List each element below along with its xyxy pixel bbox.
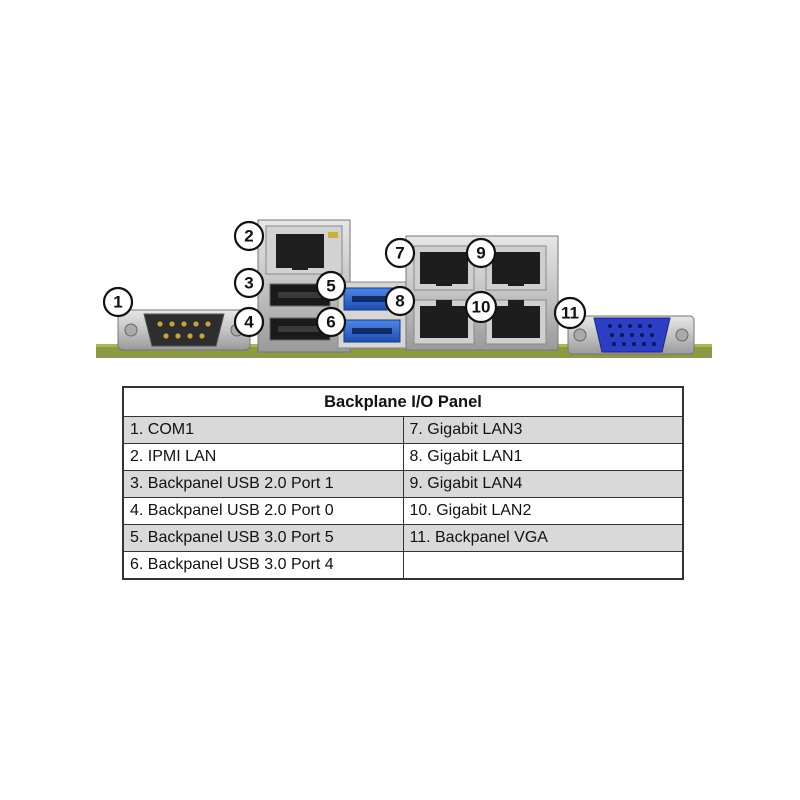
svg-text:8: 8	[395, 292, 404, 311]
svg-text:6: 6	[326, 313, 335, 332]
callout-6: 6	[315, 306, 347, 338]
legend-cell-usb3-port4: 6. Backpanel USB 3.0 Port 4	[122, 551, 404, 579]
table-row: 2. IPMI LAN 8. Gigabit LAN1	[122, 443, 684, 471]
legend-cell-vga: 11. Backpanel VGA	[402, 524, 684, 552]
legend-cell-lan3: 7. Gigabit LAN3	[402, 416, 684, 444]
ipmi-usb2-stack	[257, 219, 351, 353]
svg-text:5: 5	[326, 277, 335, 296]
legend-cell-usb2-port1: 3. Backpanel USB 2.0 Port 1	[122, 470, 404, 498]
callout-7: 7	[384, 237, 416, 269]
callout-5: 5	[315, 270, 347, 302]
legend-cell-empty	[402, 551, 684, 579]
legend-cell-com1: 1. COM1	[122, 416, 404, 444]
io-legend-table: Backplane I/O Panel 1. COM1 7. Gigabit L…	[122, 386, 684, 580]
callout-10: 10	[464, 290, 498, 324]
svg-text:3: 3	[244, 274, 253, 293]
table-title: Backplane I/O Panel	[122, 386, 684, 417]
svg-text:10: 10	[472, 298, 491, 317]
callout-11: 11	[553, 296, 587, 330]
io-panel-illustration: 1 2 3 4 5 6 7 8 9 10 11	[96, 219, 712, 358]
svg-text:1: 1	[113, 293, 122, 312]
svg-text:11: 11	[561, 304, 579, 323]
table-row: 3. Backpanel USB 2.0 Port 1 9. Gigabit L…	[122, 470, 684, 498]
svg-text:2: 2	[244, 227, 253, 246]
callout-9: 9	[465, 237, 497, 269]
legend-cell-usb3-port5: 5. Backpanel USB 3.0 Port 5	[122, 524, 404, 552]
legend-cell-usb2-port0: 4. Backpanel USB 2.0 Port 0	[122, 497, 404, 525]
table-row: 1. COM1 7. Gigabit LAN3	[122, 416, 684, 444]
callout-3: 3	[233, 267, 265, 299]
svg-text:4: 4	[244, 313, 254, 332]
callout-2: 2	[233, 220, 265, 252]
table-row: 6. Backpanel USB 3.0 Port 4	[122, 551, 684, 579]
callout-4: 4	[233, 306, 265, 338]
table-row: 4. Backpanel USB 2.0 Port 0 10. Gigabit …	[122, 497, 684, 525]
com1-port	[117, 309, 251, 351]
legend-cell-lan1: 8. Gigabit LAN1	[402, 443, 684, 471]
legend-cell-lan2: 10. Gigabit LAN2	[402, 497, 684, 525]
callout-8: 8	[384, 285, 416, 317]
legend-cell-ipmi-lan: 2. IPMI LAN	[122, 443, 404, 471]
legend-cell-lan4: 9. Gigabit LAN4	[402, 470, 684, 498]
table-row: 5. Backpanel USB 3.0 Port 5 11. Backpane…	[122, 524, 684, 552]
callout-1: 1	[102, 286, 134, 318]
vga-port	[567, 315, 695, 355]
svg-text:7: 7	[395, 244, 404, 263]
svg-text:9: 9	[476, 244, 485, 263]
